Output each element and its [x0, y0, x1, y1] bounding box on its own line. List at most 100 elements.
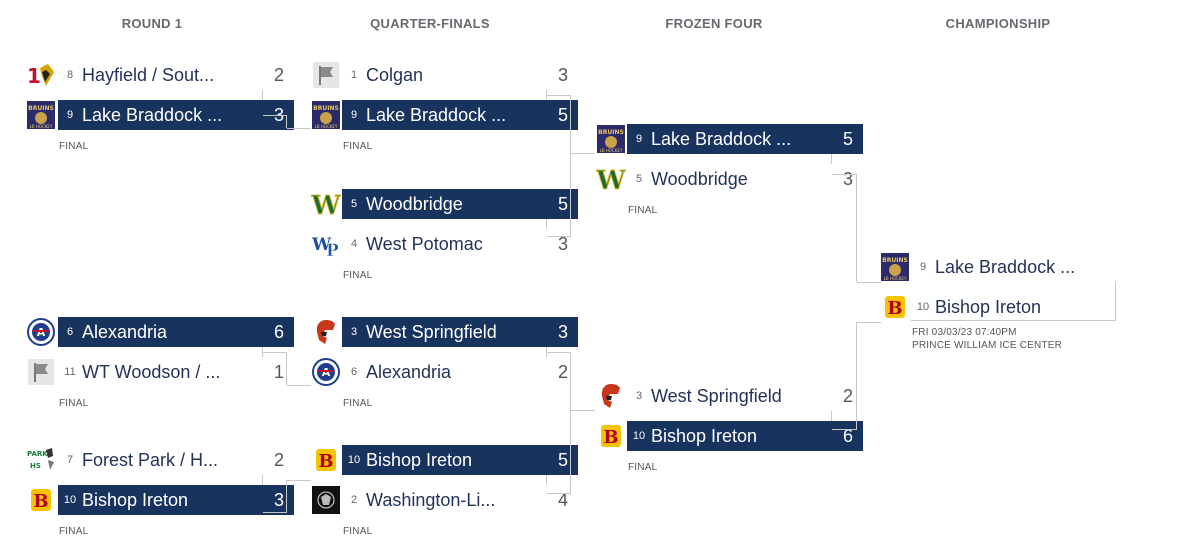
- team-name[interactable]: Woodbridge: [651, 168, 748, 189]
- team-seed: 8: [66, 69, 74, 81]
- svg-text:PARK: PARK: [27, 450, 48, 458]
- bracket-connector: [263, 480, 287, 513]
- svg-text:1: 1: [27, 64, 41, 88]
- team-seed: 1: [350, 69, 358, 81]
- team-score: 2: [557, 361, 568, 382]
- svg-text:LB HOCKEY: LB HOCKEY: [884, 276, 907, 281]
- team-row-top: 3 West Springfield 2: [627, 381, 863, 411]
- team-score: 3: [273, 489, 284, 510]
- team-name[interactable]: Hayfield / Sout...: [82, 64, 215, 85]
- team-seed: 3: [635, 390, 643, 402]
- team-score: 2: [273, 64, 284, 85]
- woodbridge-logo-icon: W: [596, 164, 626, 194]
- match-venue: PRINCE WILLIAM ICE CENTER: [912, 340, 1063, 351]
- team-row-top-winner: 9 Lake Braddock ... 5: [627, 124, 863, 154]
- team-seed: 5: [635, 173, 643, 185]
- team-score: 6: [842, 425, 853, 446]
- svg-text:LB HOCKEY: LB HOCKEY: [315, 124, 338, 129]
- team-seed: 5: [350, 198, 358, 210]
- west-springfield-spartan-icon: [596, 381, 626, 411]
- bracket-connector: [287, 385, 311, 386]
- team-score: 3: [557, 64, 568, 85]
- team-score: 4: [557, 489, 568, 510]
- bishop-ireton-logo-icon: B: [596, 421, 626, 451]
- team-seed: 10: [916, 301, 930, 313]
- team-seed: 9: [350, 109, 358, 121]
- round-title-championship: CHAMPIONSHIP: [945, 16, 1051, 31]
- team-name[interactable]: West Springfield: [651, 385, 782, 406]
- svg-text:P: P: [326, 241, 339, 258]
- match-status: FINAL: [343, 398, 373, 409]
- bishop-ireton-logo-icon: B: [311, 445, 341, 475]
- team-seed: 2: [350, 494, 358, 506]
- team-name[interactable]: Bishop Ireton: [366, 449, 473, 470]
- bracket-connector: [287, 480, 311, 481]
- bishop-ireton-logo-icon: B: [880, 292, 910, 322]
- team-row-bottom-winner: 10 Bishop Ireton 6: [627, 421, 863, 451]
- bishop-ireton-logo-icon: B: [26, 485, 56, 515]
- woodbridge-logo-icon: W: [311, 189, 341, 219]
- team-name[interactable]: Alexandria: [366, 361, 452, 382]
- team-row-bottom: 5 Woodbridge 3: [627, 164, 863, 194]
- match-status: FINAL: [628, 462, 658, 473]
- bracket-connector: [547, 153, 571, 237]
- svg-text:B: B: [33, 491, 48, 512]
- team-row-top-winner: 10 Bishop Ireton 5: [342, 445, 578, 475]
- match-status: FINAL: [628, 205, 658, 216]
- team-name[interactable]: Colgan: [366, 64, 424, 85]
- match-status: FINAL: [59, 398, 89, 409]
- match-datetime: FRI 03/03/23 07:40PM: [912, 327, 1017, 338]
- team-name[interactable]: Bishop Ireton: [935, 296, 1042, 317]
- team-seed: 4: [350, 238, 358, 250]
- team-name[interactable]: Lake Braddock ...: [651, 128, 792, 149]
- bracket-connector: [547, 352, 571, 410]
- team-seed: 10: [63, 494, 77, 506]
- bracket-connector: [857, 322, 881, 323]
- bracket-connector: [547, 410, 571, 494]
- svg-text:BRUINS: BRUINS: [313, 105, 339, 112]
- bracket-connector: [287, 128, 311, 129]
- team-seed: 9: [919, 261, 927, 273]
- forest-park-logo-icon: PARK HS: [26, 445, 56, 475]
- svg-text:W: W: [596, 166, 626, 193]
- team-name[interactable]: Lake Braddock ...: [366, 104, 507, 125]
- team-score: 3: [273, 104, 284, 125]
- svg-text:A: A: [37, 326, 46, 339]
- team-name[interactable]: Forest Park / H...: [82, 449, 219, 470]
- match-status: FINAL: [59, 141, 89, 152]
- team-score: 5: [557, 104, 568, 125]
- team-name[interactable]: West Potomac: [366, 233, 483, 254]
- team-seed: 9: [635, 133, 643, 145]
- team-name[interactable]: West Springfield: [366, 321, 497, 342]
- team-name[interactable]: Lake Braddock ...: [82, 104, 223, 125]
- team-name[interactable]: Lake Braddock ...: [935, 256, 1076, 277]
- lake-braddock-logo-icon: BRUINS LB HOCKEY: [311, 100, 341, 130]
- bracket-connector: [263, 352, 287, 385]
- team-name[interactable]: Woodbridge: [366, 193, 463, 214]
- team-score: 2: [273, 449, 284, 470]
- team-row-bottom: 11 WT Woodson / ... 1: [58, 357, 294, 387]
- team-score: 5: [557, 193, 568, 214]
- team-row-top: 8 Hayfield / Sout... 2: [58, 60, 294, 90]
- team-seed: 6: [350, 366, 358, 378]
- round-title-round1: ROUND 1: [121, 16, 183, 31]
- bracket-connector: [571, 153, 595, 154]
- svg-text:W: W: [311, 235, 332, 255]
- team-name[interactable]: Washington-Li...: [366, 489, 496, 510]
- team-name[interactable]: Bishop Ireton: [82, 489, 189, 510]
- team-row-bottom-winner: 9 Lake Braddock ... 3: [58, 100, 294, 130]
- bracket-connector: [832, 322, 857, 430]
- bracket-connector: [832, 174, 857, 282]
- bracket-connector: [571, 410, 595, 411]
- svg-text:HS: HS: [30, 462, 41, 470]
- team-name[interactable]: Bishop Ireton: [651, 425, 758, 446]
- team-name[interactable]: WT Woodson / ...: [82, 361, 221, 382]
- bracket-connector: [263, 115, 287, 128]
- team-row-top: 1 Colgan 3: [342, 60, 578, 90]
- team-seed: 7: [66, 454, 74, 466]
- team-name[interactable]: Alexandria: [82, 321, 168, 342]
